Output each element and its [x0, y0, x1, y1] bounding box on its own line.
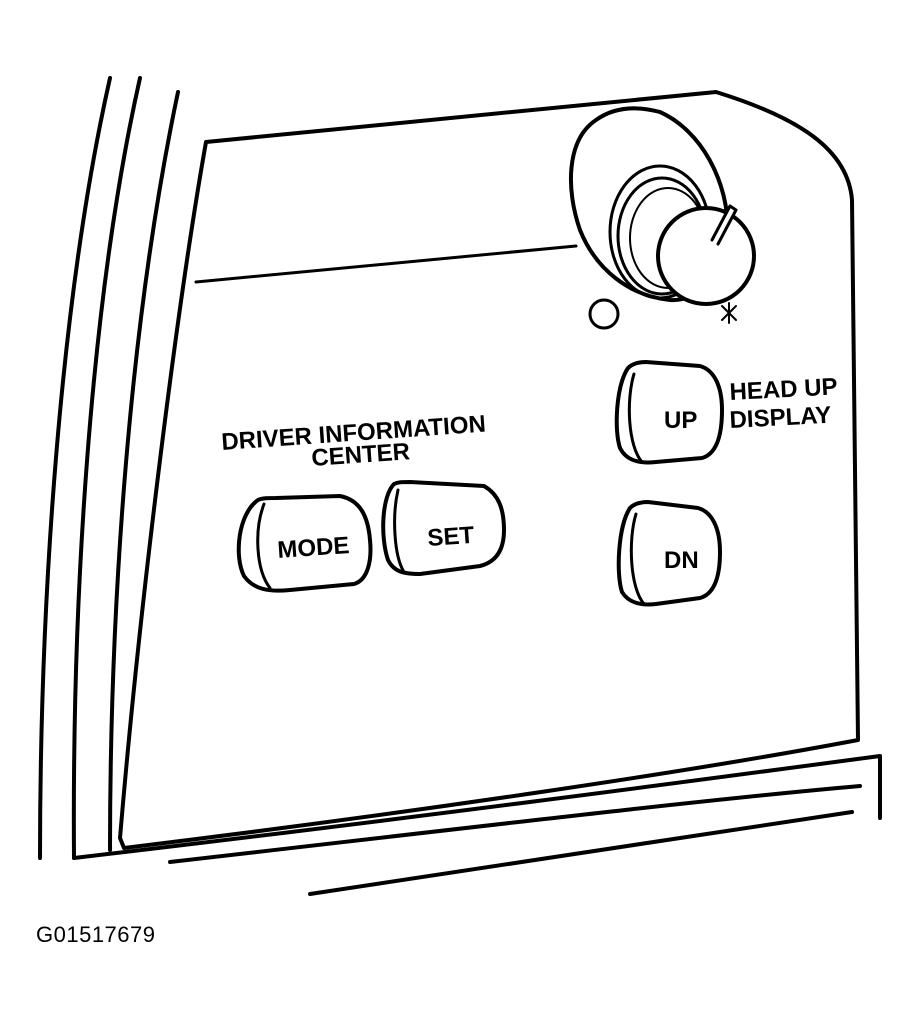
panel-divider — [194, 244, 578, 284]
figure-id: G01517679 — [36, 922, 156, 947]
hud-caption-line2: DISPLAY — [729, 402, 832, 434]
left-trim-lines — [38, 76, 180, 860]
dn-button[interactable] — [616, 500, 722, 607]
hud-caption-line1: HEAD UP — [729, 373, 838, 406]
panel-outline — [118, 90, 860, 850]
mode-button[interactable] — [236, 494, 373, 593]
set-button[interactable] — [381, 480, 506, 576]
star-icon — [721, 302, 737, 324]
up-button[interactable] — [614, 360, 724, 465]
indicator-icon — [588, 298, 620, 330]
bottom-trim-lines — [72, 754, 882, 896]
driver-info-caption-line2: CENTER — [311, 438, 411, 472]
set-button-label: SET — [427, 522, 476, 552]
dimmer-knob-icon[interactable] — [568, 106, 756, 306]
up-button-label: UP — [664, 407, 697, 434]
dn-button-label: DN — [664, 547, 699, 574]
mode-button-label: MODE — [277, 532, 351, 564]
